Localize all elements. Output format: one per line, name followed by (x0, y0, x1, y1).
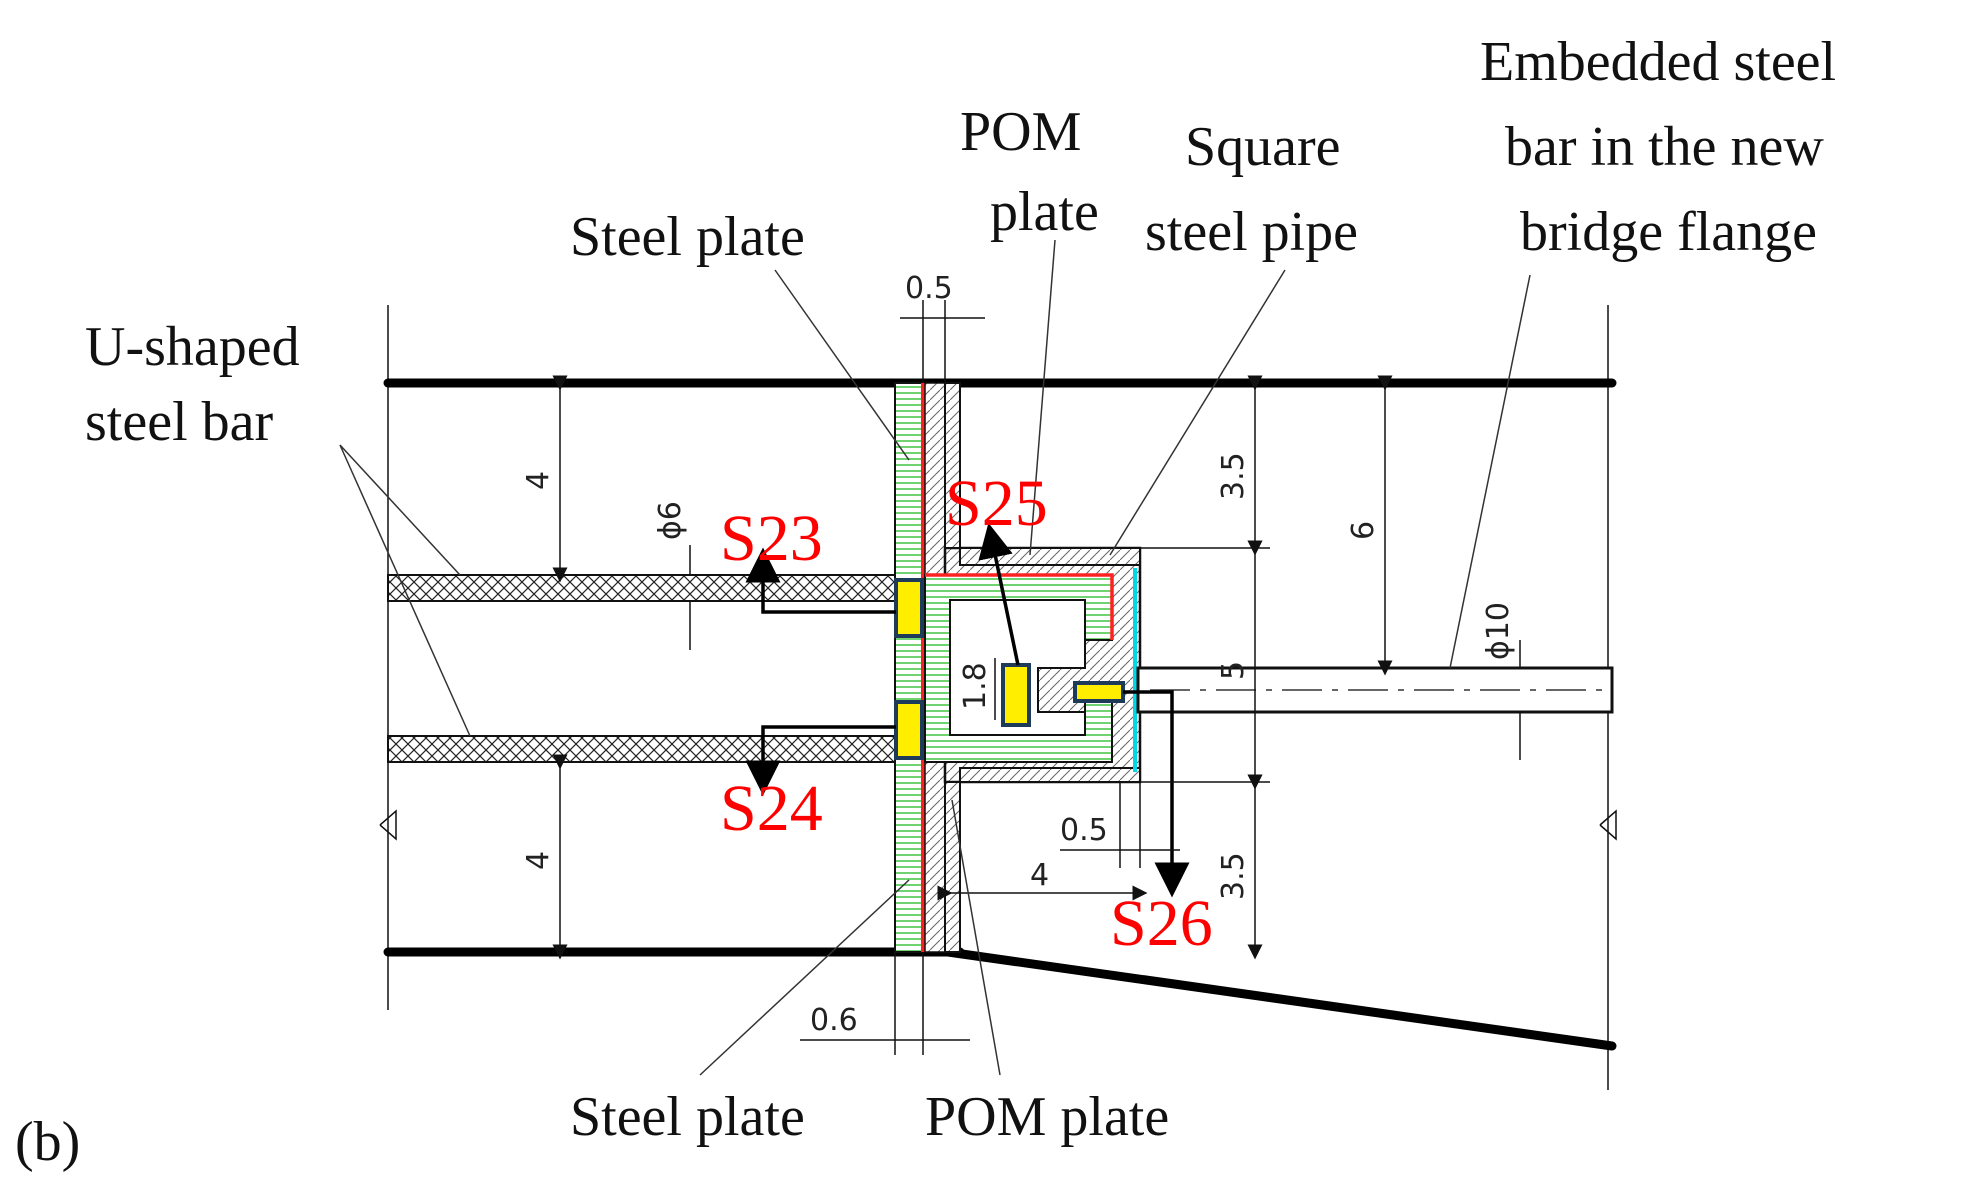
dim-right-mid-text: 5 (1216, 661, 1251, 680)
pipe-top-flange (944, 382, 1141, 566)
break-mark-left (379, 809, 397, 841)
pom-top-label-line2: plate (990, 181, 1099, 243)
dim-pipe-inner-text: 1.8 (958, 662, 993, 710)
sensor-label-s23: S23 (720, 502, 823, 575)
u-shaped-label-line1: U-shaped (85, 316, 300, 378)
sensor-label-s25: S25 (945, 467, 1048, 540)
square-pipe-label-line2: steel pipe (1145, 201, 1358, 263)
s26-leader (1123, 690, 1190, 898)
s25-leader (978, 522, 1020, 666)
u-shaped-label-line2: steel bar (85, 391, 273, 453)
dim-bar-dia-text: ϕ6 (653, 501, 688, 540)
steel-plate-top-leader (774, 269, 910, 461)
embedded-label-line2: bar in the new (1505, 116, 1824, 178)
u-bar-leader-upper (339, 444, 461, 576)
u-bar-lower (387, 735, 901, 763)
dim-offset-text: 0.5 (1060, 813, 1108, 848)
break-mark-right (1599, 809, 1617, 841)
gauge-s26 (1073, 681, 1125, 703)
dim-top-gap-text: 0.5 (905, 271, 953, 306)
square-pipe-leader (1109, 269, 1286, 556)
sensor-label-s26: S26 (1110, 887, 1213, 960)
gauge-s24 (894, 700, 924, 760)
pom-outline-red (925, 573, 1114, 640)
u-bar-leader-lower (339, 444, 471, 737)
dim-embedded-dia-text: ϕ10 (1481, 602, 1516, 660)
dim-left-lower-text: 4 (521, 851, 556, 870)
embedded-label-line3: bridge flange (1520, 201, 1817, 263)
gauge-s25 (1001, 663, 1031, 727)
dim-right-upper-text: 3.5 (1216, 452, 1251, 500)
embedded-label-line1: Embedded steel (1480, 31, 1836, 93)
dim-bottom-gap-text: 0.6 (810, 1003, 858, 1038)
panel-label: (b) (15, 1111, 80, 1173)
square-pipe-label-line1: Square (1185, 116, 1341, 178)
sensor-label-s24: S24 (720, 772, 823, 845)
pom-top-label-line1: POM (960, 101, 1081, 163)
steel-plate-bottom-leader (699, 879, 910, 1076)
pom-top-leader (1029, 239, 1056, 556)
dim-flange-depth-text: 6 (1346, 521, 1381, 540)
steel-plate-bottom-label: Steel plate (570, 1086, 805, 1148)
gauge-s23 (894, 578, 924, 638)
steel-plate-top-label: Steel plate (570, 206, 805, 268)
pom-bottom-label: POM plate (925, 1086, 1169, 1148)
u-bar-upper (387, 574, 901, 602)
pom-bottom-leader (951, 799, 1001, 1076)
embedded-leader (1449, 274, 1531, 669)
s23-leader (745, 547, 896, 614)
dim-width-text: 4 (1030, 858, 1049, 893)
s24-leader (745, 725, 896, 796)
bottom-flange-slope (943, 947, 1617, 1051)
dim-left-upper-text: 4 (521, 471, 556, 490)
dim-right-lower-text: 3.5 (1216, 852, 1251, 900)
pipe-bottom-flange (944, 767, 1141, 953)
steel-plate-vertical (894, 382, 924, 953)
